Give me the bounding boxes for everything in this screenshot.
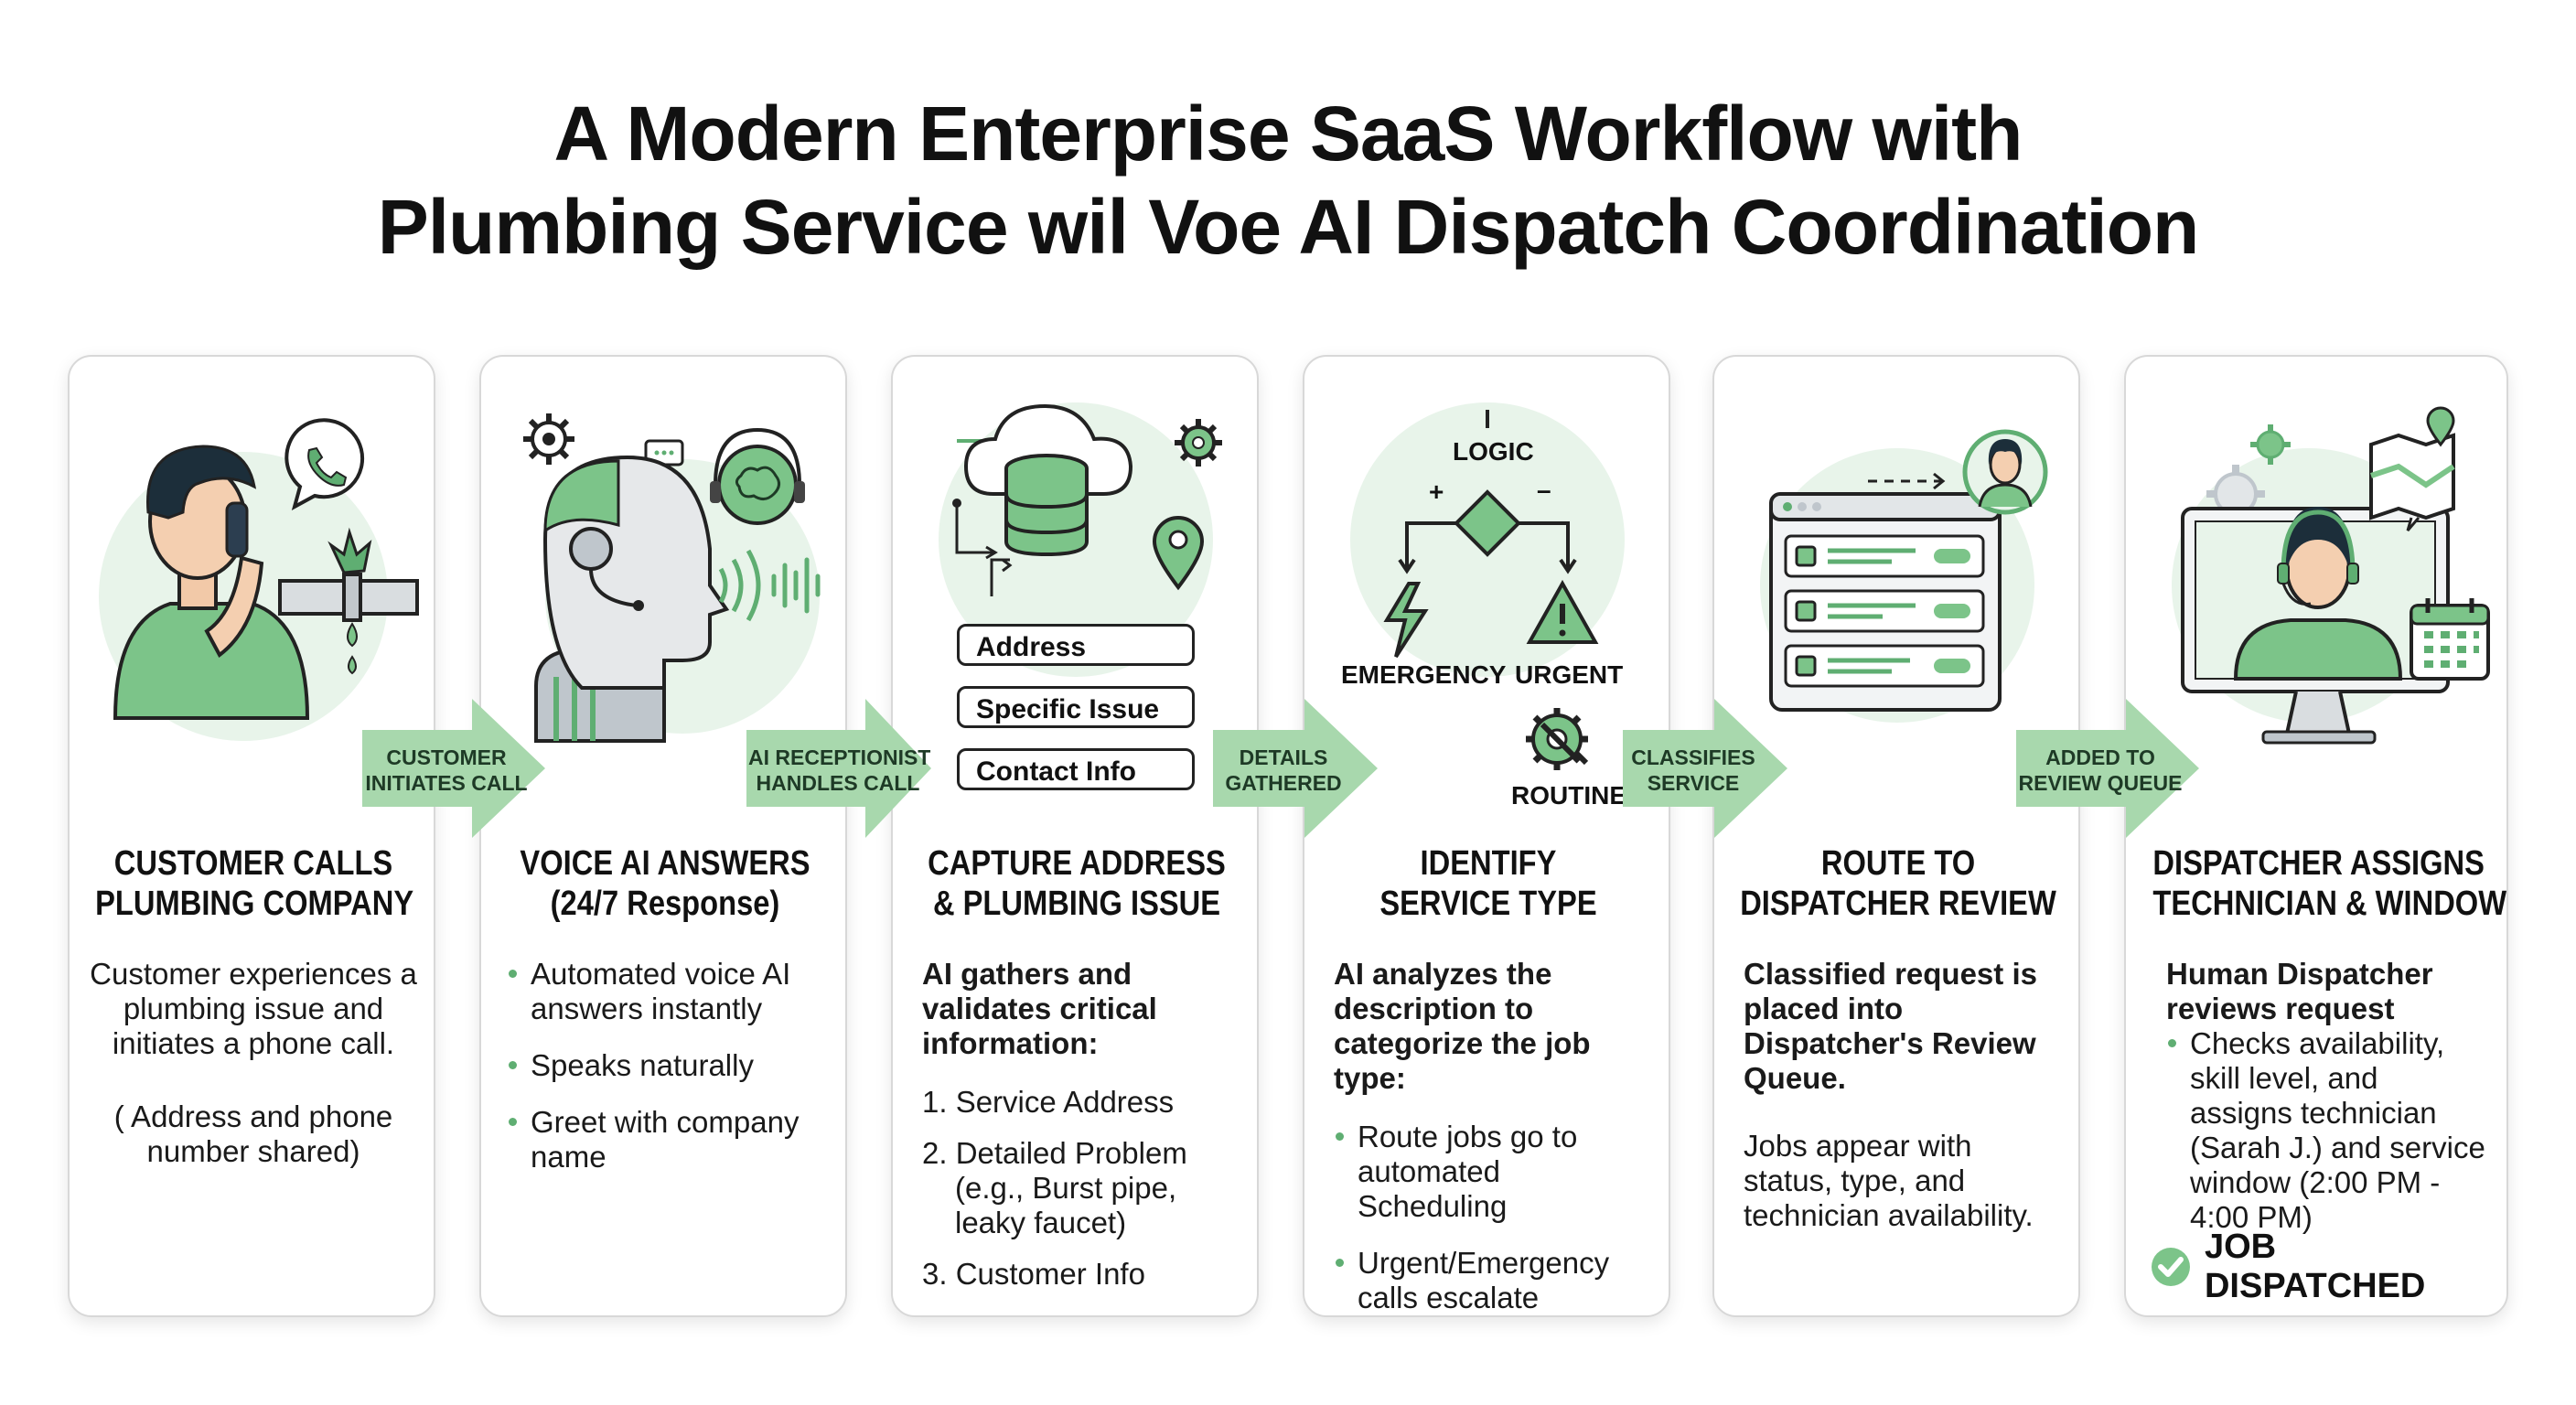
location-pin-icon — [1152, 516, 1205, 591]
step-2-bullet: Automated voice AI answers instantly — [507, 957, 829, 1026]
step-6-bullet: Checks availability, skill level, and as… — [2166, 1026, 2488, 1235]
step-card-1: CUSTOMER CALLS PLUMBING COMPANY Customer… — [68, 355, 435, 1317]
flow-arrow-3: DETAILS GATHERED — [1209, 697, 1401, 842]
step-6-title: DISPATCHER ASSIGNS TECHNICIAN & WINDOW — [2152, 844, 2507, 923]
cloud-database-icon — [952, 403, 1133, 596]
contact-info-field: Contact Info — [957, 748, 1195, 790]
step-3-illustration: Address Specific Issue Contact Info — [893, 357, 1261, 832]
title-line-2: Plumbing Service wil Voe AI Dispatch Coo… — [377, 184, 2200, 270]
flow-arrow-1-label: CUSTOMER INITIATES CALL — [365, 745, 528, 795]
flow-arrow-2-label: AI RECEPTIONIST HANDLES CALL — [748, 745, 931, 795]
step-6-illustration — [2126, 357, 2510, 832]
step-4-bullet: Route jobs go to automated Scheduling — [1334, 1120, 1656, 1224]
step-2-body: Automated voice AI answers instantly Spe… — [507, 957, 829, 1196]
step-5-body: Classified request is placed into Dispat… — [1744, 957, 2066, 1249]
calendar-icon — [2410, 598, 2490, 681]
brain-headset-icon — [710, 427, 805, 525]
check-circle-icon — [2151, 1248, 2190, 1286]
minus-label: – — [1537, 476, 1551, 504]
flow-arrow-2: AI RECEPTIONIST HANDLES CALL — [743, 697, 935, 842]
step-2-bullets: Automated voice AI answers instantly Spe… — [507, 957, 829, 1174]
flow-arrow-5: ADDED TO REVIEW QUEUE — [2012, 697, 2205, 842]
step-4-intro: AI analyzes the description to categoriz… — [1334, 957, 1591, 1095]
address-field: Address — [957, 624, 1195, 666]
map-icon — [2369, 406, 2455, 531]
step-6-intro: Human Dispatcher reviews request — [2166, 957, 2433, 1025]
routine-label: ROUTINE — [1511, 781, 1626, 810]
step-6-bullets: Checks availability, skill level, and as… — [2166, 1026, 2488, 1235]
step-card-3: Address Specific Issue Contact Info CAPT… — [891, 355, 1259, 1317]
step-2-illustration — [481, 357, 849, 832]
flow-arrow-1: CUSTOMER INITIATES CALL — [359, 697, 551, 842]
step-1-title: CUSTOMER CALLS PLUMBING COMPANY — [95, 844, 414, 923]
specific-issue-field: Specific Issue — [957, 686, 1195, 728]
step-5-text: Jobs appear with status, type, and techn… — [1744, 1129, 2034, 1232]
chat-bubble-icon — [644, 439, 684, 474]
step-2-title: VOICE AI ANSWERS (24/7 Response) — [520, 844, 810, 923]
step-card-5: ROUTE TO DISPATCHER REVIEW Classified re… — [1712, 355, 2080, 1317]
gear-icon — [523, 413, 574, 465]
page-title: A Modern Enterprise SaaS Workflow with P… — [0, 87, 2576, 273]
flow-arrow-4-label: CLASSIFIES SERVICE — [1631, 745, 1755, 795]
logic-label: LOGIC — [1453, 437, 1534, 466]
wrench-gear-icon — [1526, 708, 1589, 770]
step-1-body: Customer experiences a plumbing issue an… — [86, 957, 421, 1185]
step-5-illustration — [1714, 357, 2082, 832]
step-4-illustration: LOGIC + – EMERGENCY URGENT ROUTINE — [1304, 357, 1672, 832]
step-4-body: AI analyzes the description to categoriz… — [1334, 957, 1656, 1337]
robot-headset-icon — [534, 455, 730, 743]
step-3-body: AI gathers and validates critical inform… — [922, 957, 1244, 1308]
step-5-title: ROUTE TO DISPATCHER REVIEW — [1740, 844, 2056, 923]
step-1-note: ( Address and phone number shared) — [113, 1099, 393, 1168]
emergency-label: EMERGENCY — [1341, 660, 1507, 689]
gear-icon — [1175, 419, 1222, 467]
person-on-phone-icon — [113, 445, 310, 720]
step-4-title: IDENTIFY SERVICE TYPE — [1379, 844, 1597, 923]
step-3-list-item: 1. Service Address — [922, 1085, 1175, 1119]
step-1-text: Customer experiences a plumbing issue an… — [90, 957, 417, 1060]
lightning-icon — [1383, 582, 1429, 659]
step-2-bullet: Speaks naturally — [507, 1048, 829, 1083]
job-dispatched-status: JOB DISPATCHED — [2150, 1228, 2506, 1305]
step-3-intro: AI gathers and validates critical inform… — [922, 957, 1157, 1060]
job-dispatched-label: JOB DISPATCHED — [2204, 1228, 2426, 1305]
urgent-label: URGENT — [1515, 660, 1624, 689]
gear-icon — [2206, 424, 2291, 523]
dispatcher-avatar-icon — [1962, 429, 2048, 515]
title-line-1: A Modern Enterprise SaaS Workflow with — [553, 91, 2023, 177]
leaking-pipe-icon — [278, 527, 419, 675]
step-card-2: VOICE AI ANSWERS (24/7 Response) Automat… — [479, 355, 847, 1317]
flow-arrow-5-label: ADDED TO REVIEW QUEUE — [2018, 745, 2183, 795]
step-3-list: 1. Service Address 2. Detailed Problem (… — [922, 1085, 1244, 1292]
step-card-4: LOGIC + – EMERGENCY URGENT ROUTINE IDENT… — [1303, 355, 1670, 1317]
step-3-list-item: 2. Detailed Problem (e.g., Burst pipe, l… — [922, 1136, 1187, 1239]
flow-arrow-3-label: DETAILS GATHERED — [1225, 745, 1342, 795]
step-4-bullet: Urgent/Emergency calls escalate — [1334, 1246, 1656, 1315]
queue-window-icon — [1769, 492, 2002, 712]
step-3-list-item: 3. Customer Info — [922, 1257, 1145, 1291]
step-card-6: DISPATCHER ASSIGNS TECHNICIAN & WINDOW H… — [2124, 355, 2508, 1317]
step-4-bullets: Route jobs go to automated Scheduling Ur… — [1334, 1120, 1656, 1315]
chat-phone-icon — [284, 418, 365, 511]
step-6-body: Human Dispatcher reviews request Checks … — [2166, 957, 2488, 1237]
step-2-bullet: Greet with company name — [507, 1105, 829, 1174]
step-1-illustration — [70, 357, 437, 832]
warning-icon — [1526, 579, 1599, 644]
monitor-dispatcher-icon — [2181, 507, 2450, 745]
plus-label: + — [1429, 477, 1444, 506]
step-5-intro: Classified request is placed into Dispat… — [1744, 957, 2037, 1095]
sound-wave-icon — [718, 549, 821, 622]
flow-arrow-4: CLASSIFIES SERVICE — [1619, 697, 1811, 842]
logic-diamond-icon — [1398, 489, 1577, 574]
step-3-title: CAPTURE ADDRESS & PLUMBING ISSUE — [928, 844, 1226, 923]
